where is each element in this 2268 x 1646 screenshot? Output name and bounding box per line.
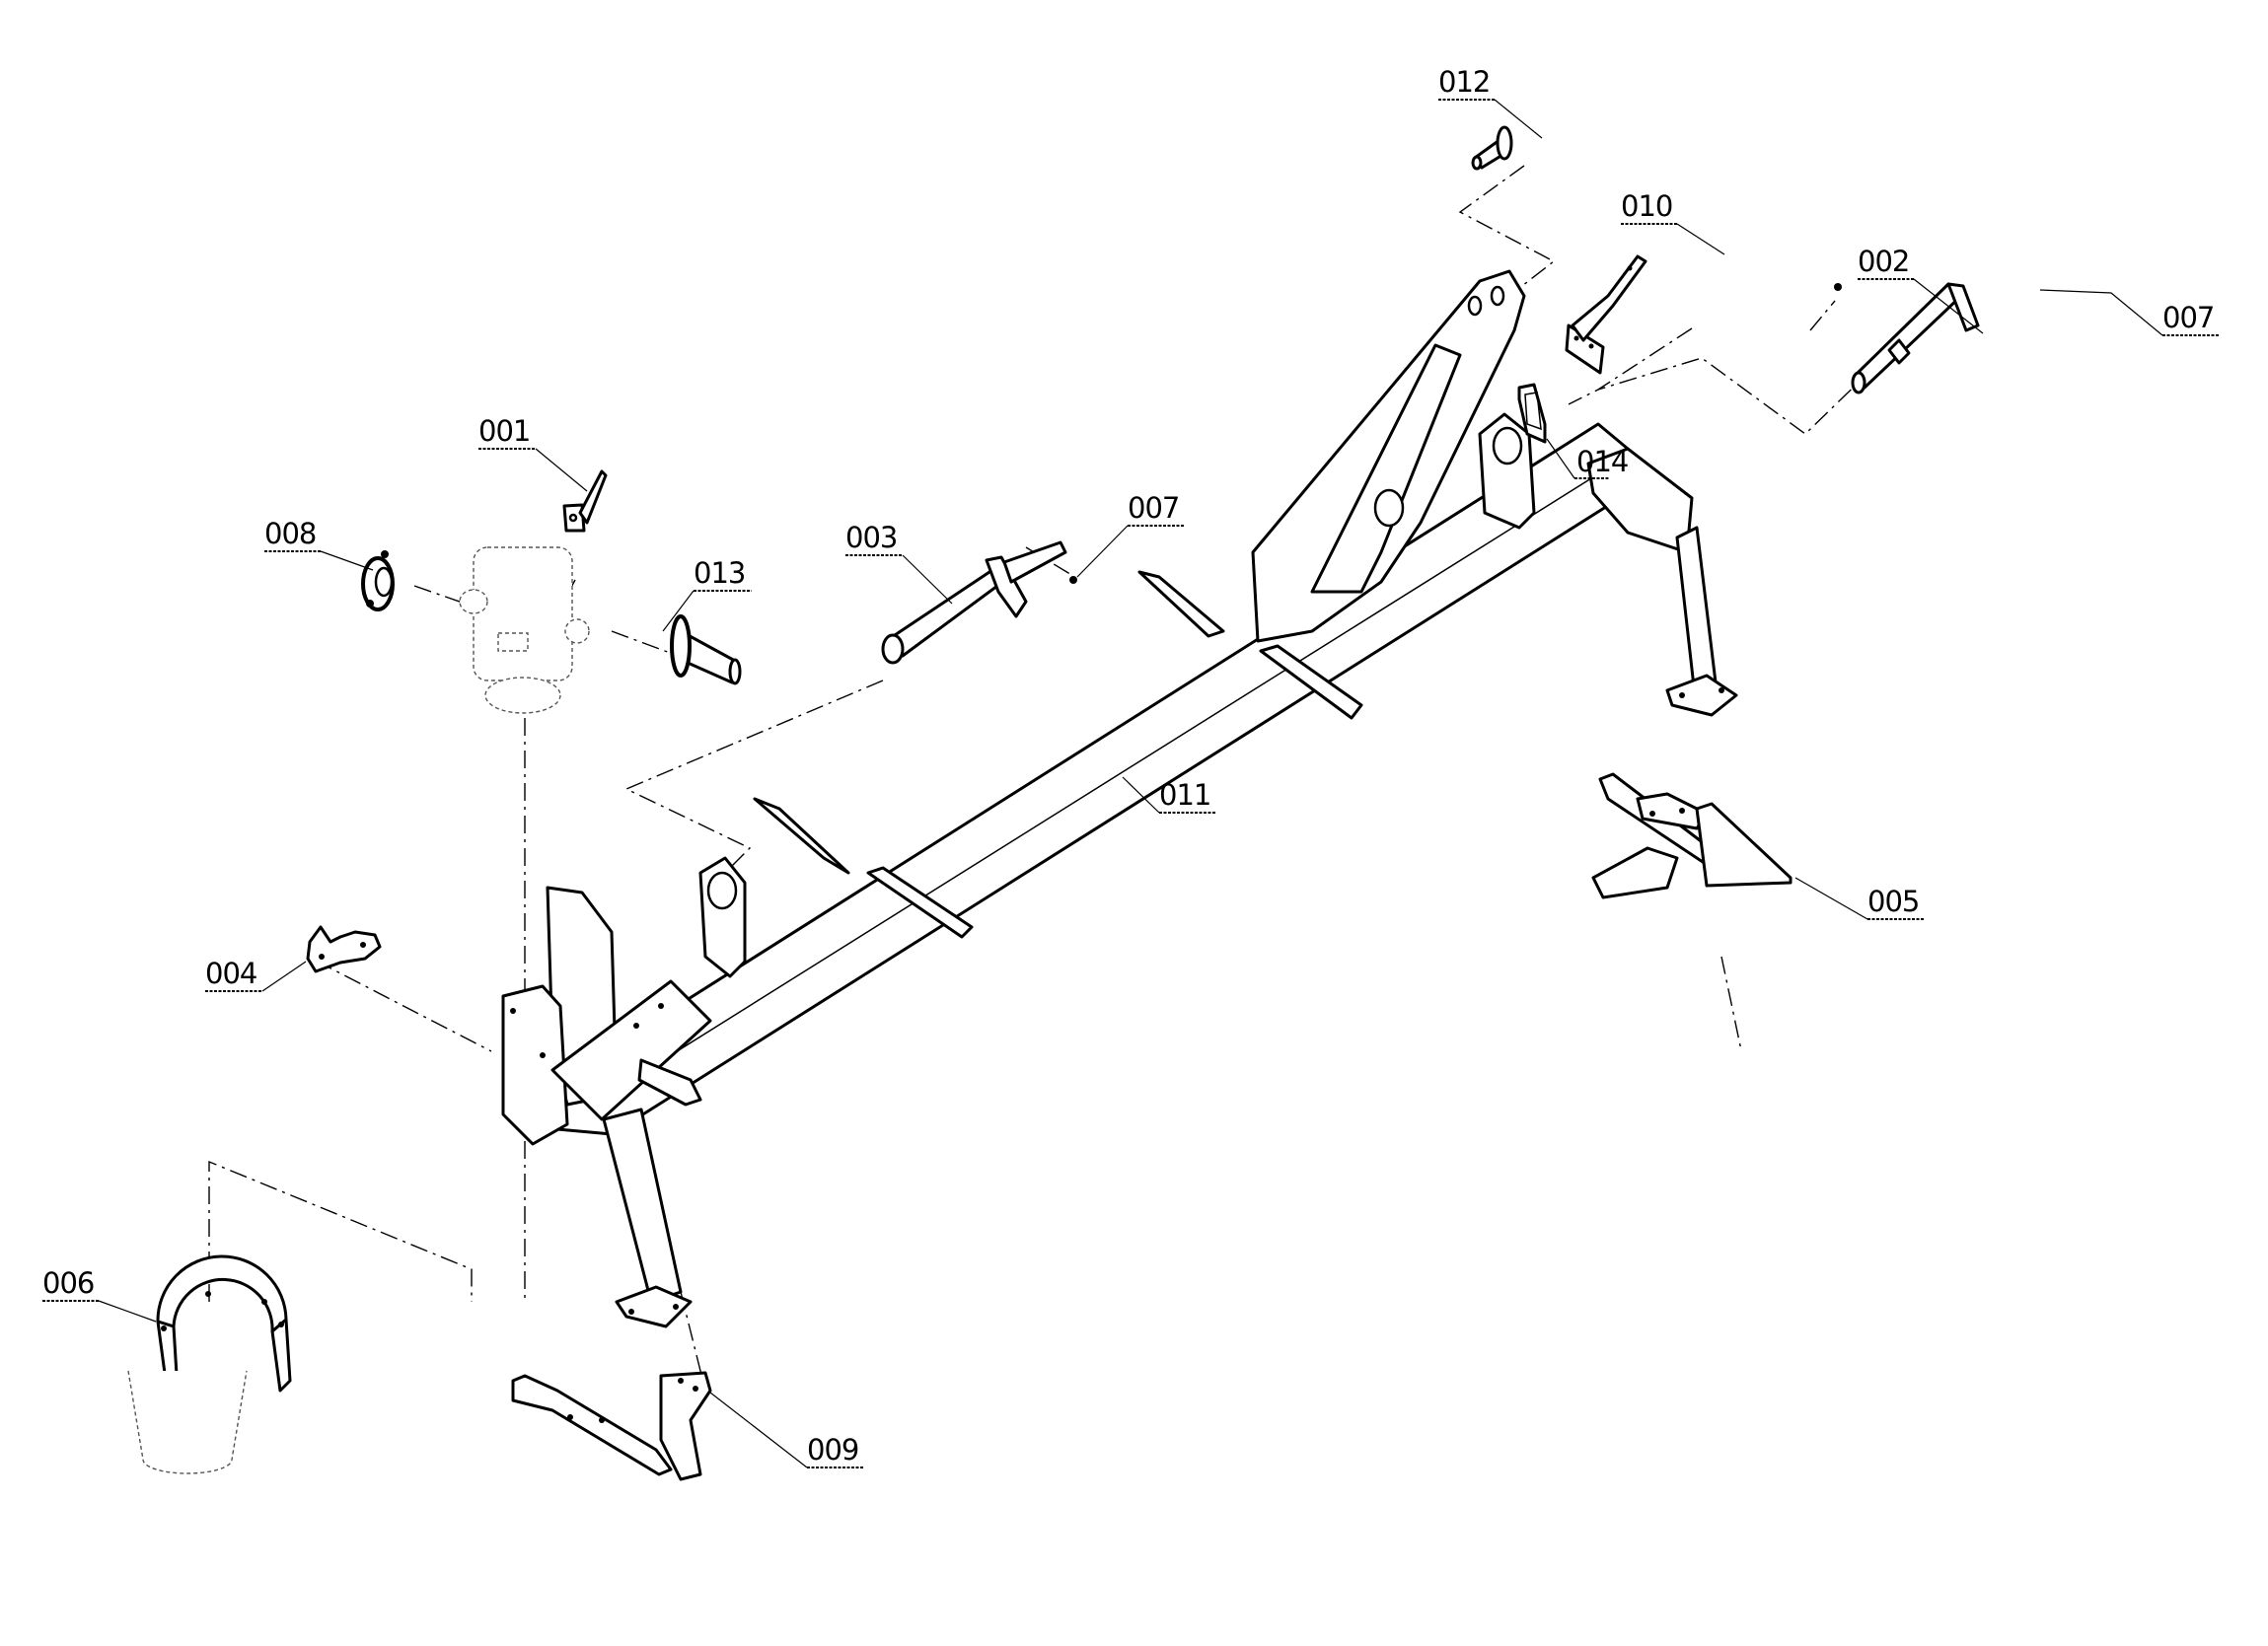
callout-009[interactable]: 009 bbox=[709, 1392, 863, 1468]
callout-label: 010 bbox=[1621, 189, 1672, 223]
part-010-angle-bracket[interactable] bbox=[1565, 254, 1647, 375]
callout-007a[interactable]: 007 bbox=[1076, 491, 1184, 578]
left-mount-plate bbox=[501, 984, 569, 1146]
callout-003[interactable]: 003 bbox=[845, 521, 953, 605]
gearbox-shaft-right bbox=[564, 618, 590, 644]
callout-004[interactable]: 004 bbox=[205, 957, 307, 992]
part-006-semicircular-guard[interactable] bbox=[127, 1254, 292, 1474]
tine-bracket-3 bbox=[1137, 570, 1225, 638]
main-frame-011[interactable] bbox=[501, 269, 1738, 1328]
tower-hole-upper bbox=[1467, 295, 1483, 317]
callout-label: 006 bbox=[42, 1266, 94, 1300]
assembly-line-007 bbox=[1809, 300, 1836, 331]
a-frame-inner bbox=[1310, 343, 1462, 594]
part-001-bracket[interactable] bbox=[562, 469, 608, 533]
part-008-flange-bearing[interactable] bbox=[361, 550, 395, 611]
right-leg-foot bbox=[1665, 674, 1738, 717]
gearbox-shaft-left bbox=[459, 589, 488, 614]
left-leg-post bbox=[602, 1108, 683, 1304]
callout-label: 012 bbox=[1438, 65, 1490, 99]
assembly-line-013 bbox=[611, 630, 682, 658]
gearbox-window bbox=[497, 632, 529, 652]
part-007-grease-nipple-b[interactable] bbox=[1834, 283, 1842, 291]
assembly-line-006 bbox=[208, 1160, 473, 1302]
callout-label: 007 bbox=[1128, 491, 1179, 525]
callout-label: 001 bbox=[478, 414, 530, 448]
part-002-crank-shaft[interactable] bbox=[1851, 282, 1980, 394]
left-leg-head bbox=[550, 979, 712, 1121]
tower-pivot-hole bbox=[1373, 488, 1405, 528]
part-004-lever-plate[interactable] bbox=[306, 925, 382, 973]
callout-012[interactable]: 012 bbox=[1438, 65, 1543, 139]
assembly-line-008 bbox=[413, 585, 475, 608]
tine-bracket-2 bbox=[866, 866, 974, 939]
right-pivot-hole bbox=[1492, 426, 1523, 465]
part-012-pin[interactable] bbox=[1471, 125, 1513, 171]
part-007-grease-nipple-a[interactable] bbox=[1069, 576, 1077, 584]
assembly-line-004 bbox=[315, 960, 492, 1052]
callout-013[interactable]: 013 bbox=[662, 556, 752, 632]
callout-label: 002 bbox=[1858, 245, 1909, 278]
callout-014[interactable]: 014 bbox=[1546, 438, 1629, 479]
callout-010[interactable]: 010 bbox=[1621, 189, 1725, 255]
part-005-right-foot-bracket[interactable] bbox=[1591, 772, 1792, 899]
callout-008[interactable]: 008 bbox=[264, 517, 374, 571]
left-side-tab bbox=[637, 1058, 702, 1107]
callout-011[interactable]: 011 bbox=[1122, 776, 1215, 814]
tower-hole-upper-2 bbox=[1490, 285, 1505, 307]
part-009-left-foot-bracket[interactable] bbox=[511, 1371, 712, 1481]
tine-bracket-4 bbox=[1259, 644, 1363, 720]
gearbox-body bbox=[473, 546, 573, 681]
callout-label: 013 bbox=[694, 556, 745, 590]
part-014-square-pad[interactable] bbox=[1517, 383, 1547, 444]
callout-label: 014 bbox=[1576, 445, 1628, 478]
callout-label: 003 bbox=[845, 521, 897, 554]
callout-001[interactable]: 001 bbox=[478, 414, 588, 492]
left-pivot-hole bbox=[706, 871, 738, 910]
assembly-line-012 bbox=[1458, 165, 1556, 297]
callout-005[interactable]: 005 bbox=[1794, 877, 1924, 920]
callout-007b[interactable]: 007 bbox=[2039, 289, 2220, 336]
part-013-flanged-bushing[interactable] bbox=[670, 614, 742, 685]
callout-006[interactable]: 006 bbox=[42, 1266, 157, 1323]
part-003-pivot-shaft[interactable] bbox=[881, 540, 1067, 665]
assembly-line-005 bbox=[1720, 956, 1742, 1051]
tine-bracket-1 bbox=[753, 797, 850, 875]
callout-label: 007 bbox=[2162, 301, 2214, 334]
right-leg-post bbox=[1675, 526, 1719, 697]
callout-002[interactable]: 002 bbox=[1858, 245, 1984, 334]
assembly-line-002 bbox=[1597, 357, 1875, 435]
callout-label: 004 bbox=[205, 957, 256, 990]
callout-label: 005 bbox=[1867, 885, 1919, 918]
callout-label: 009 bbox=[807, 1433, 858, 1467]
callout-label: 011 bbox=[1159, 778, 1210, 812]
gearbox-assembly bbox=[459, 546, 590, 714]
callout-label: 008 bbox=[264, 517, 316, 550]
left-leg-foot bbox=[615, 1285, 693, 1328]
assembly-line-003 bbox=[624, 680, 884, 869]
gearbox-base bbox=[484, 677, 561, 714]
part-006-ghost-cylinder bbox=[127, 1370, 248, 1474]
main-beam-edge bbox=[591, 458, 1624, 1106]
